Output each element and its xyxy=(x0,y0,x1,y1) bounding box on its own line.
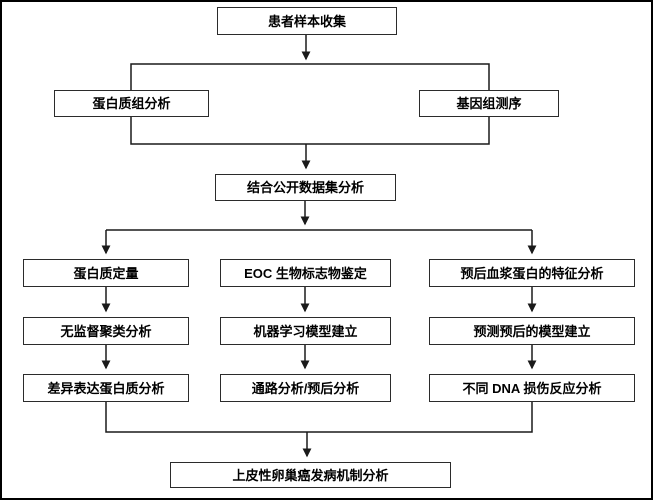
node-dna-damage-response-analysis: 不同 DNA 损伤反应分析 xyxy=(429,374,635,402)
node-eoc-pathogenesis-analysis: 上皮性卵巢癌发病机制分析 xyxy=(170,462,451,488)
node-unsupervised-clustering-analysis: 无监督聚类分析 xyxy=(23,317,189,345)
node-machine-learning-model-building: 机器学习模型建立 xyxy=(220,317,391,345)
node-differential-protein-analysis: 差异表达蛋白质分析 xyxy=(23,374,189,402)
node-pathway-prognosis-analysis: 通路分析/预后分析 xyxy=(220,374,391,402)
node-protein-quantification: 蛋白质定量 xyxy=(23,259,189,287)
node-prognosis-prediction-model: 预测预后的模型建立 xyxy=(429,317,635,345)
node-prognostic-plasma-protein-features: 预后血浆蛋白的特征分析 xyxy=(429,259,635,287)
node-patient-sample-collection: 患者样本收集 xyxy=(217,7,397,35)
node-public-dataset-analysis: 结合公开数据集分析 xyxy=(215,174,396,201)
node-genome-sequencing: 基因组测序 xyxy=(419,90,559,117)
node-proteomics-analysis: 蛋白质组分析 xyxy=(54,90,209,117)
node-eoc-biomarker-identification: EOC 生物标志物鉴定 xyxy=(220,259,391,287)
